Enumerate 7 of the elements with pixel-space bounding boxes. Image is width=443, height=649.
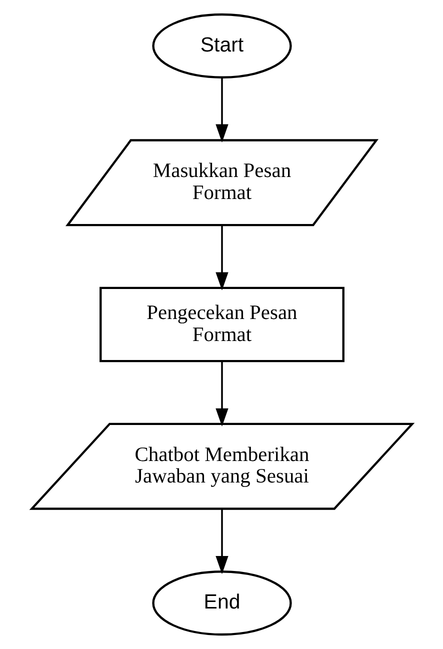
arrow bbox=[215, 78, 228, 142]
node-ellipse: Start bbox=[152, 13, 292, 78]
arrow bbox=[215, 362, 228, 426]
node-ellipse: End bbox=[152, 570, 292, 636]
arrow bbox=[215, 509, 228, 574]
node-box: Pengecekan Pesan Format bbox=[99, 286, 344, 362]
arrow bbox=[215, 225, 228, 290]
